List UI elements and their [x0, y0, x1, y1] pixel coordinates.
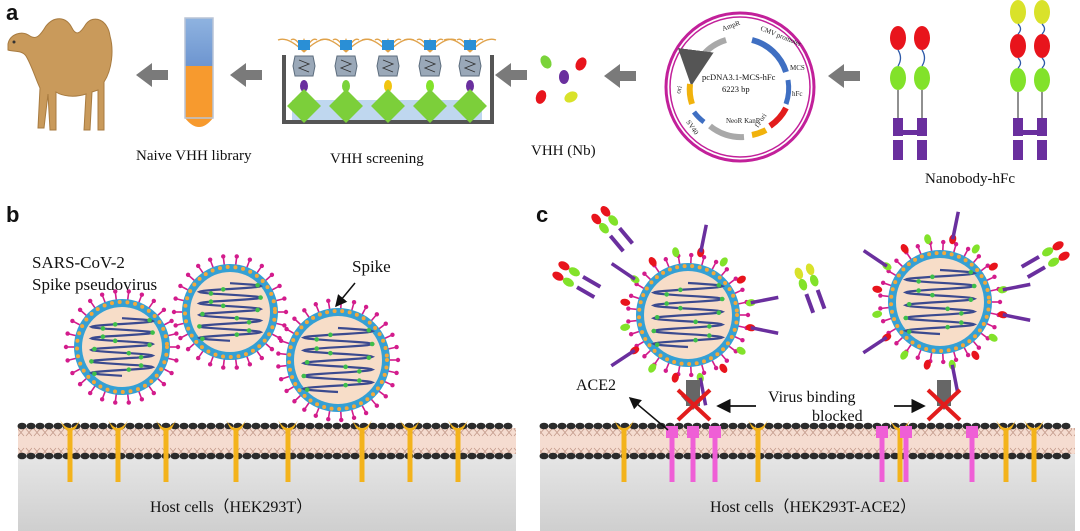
blocked-x-icon: [926, 380, 962, 422]
step-label-screening: VHH screening: [330, 151, 424, 167]
virus-label-line1: SARS-CoV-2: [32, 253, 125, 272]
test-tube-icon: [184, 17, 214, 127]
product-label: Nanobody-hFc: [925, 171, 1015, 187]
arrow-right-icon: [230, 63, 262, 87]
plasmid-feature-neor: NeoR KanR: [726, 117, 761, 125]
pseudovirus-particle: [63, 289, 181, 405]
plasmid-feature-hfc: hFc: [792, 90, 803, 98]
plasmid-feature-mcs: MCS: [790, 64, 805, 72]
nanobody-hfc-icon: [890, 0, 1050, 160]
host-label-c: Host cells（HEK293T-ACE2）: [710, 498, 916, 516]
panel-b: b SARS-CoV-2 Spike pseudovirus Spike Hos…: [6, 202, 516, 531]
plasmid-map: AmpR CMV promoter MCS hFc f1 ori NeoR Ka…: [664, 11, 816, 163]
ace2-label: ACE2: [576, 377, 616, 394]
membrane-lipid-heads: [17, 422, 513, 460]
host-label-b: Host cells（HEK293T）: [150, 498, 312, 516]
plasmid-feature-ori: ori: [674, 85, 684, 95]
pseudovirus-particle: [171, 254, 289, 370]
panel-c-label: c: [536, 202, 548, 227]
panel-b-label: b: [6, 202, 19, 227]
virus-label-line2: Spike pseudovirus: [32, 275, 157, 294]
panel-a-label: a: [6, 0, 19, 25]
ace2-pointer-arrow: [628, 397, 669, 431]
step-label-vhh: VHH (Nb): [531, 143, 596, 159]
pseudovirus-particle: [276, 297, 401, 423]
blocked-x-icon: [676, 380, 712, 422]
screening-plate-icon: [277, 38, 497, 124]
plasmid-name: pcDNA3.1-MCS-hFc: [702, 72, 776, 82]
neutralized-virus-particle: [862, 211, 1031, 393]
plasmid-feature-ampr: AmpR: [721, 19, 742, 33]
membrane-lipid-heads: [539, 422, 1071, 460]
panel-c: c ACE2 Virus binding blocked Host cells（…: [536, 202, 1075, 531]
host-cell-cytoplasm: [18, 454, 516, 531]
ace2-receptors: [666, 426, 978, 482]
step-label-library: Naive VHH library: [136, 148, 252, 164]
arrow-right-icon: [828, 64, 860, 88]
cell-membrane: [18, 428, 516, 454]
neutralized-virus-particle: [610, 224, 779, 406]
spike-pointer-arrow: [335, 282, 356, 308]
spike-label: Spike: [352, 257, 391, 276]
arrow-right-icon: [604, 64, 636, 88]
host-cell-cytoplasm: [540, 454, 1075, 531]
arrow-right-icon: [136, 63, 168, 87]
free-nanobody-hfc: [552, 206, 1070, 314]
arrow-right-icon: [495, 63, 527, 87]
blocked-label-line1: Virus binding: [768, 389, 855, 406]
blocked-label-line2: blocked: [812, 408, 863, 425]
plasmid-feature-sv40: SV40: [684, 119, 700, 137]
vhh-nanobody-fragments-icon: [535, 55, 587, 104]
panel-a: a Naive VHH library VHH screening: [6, 0, 1050, 187]
plasmid-size: 6223 bp: [722, 84, 750, 94]
host-receptors: [60, 420, 468, 482]
cell-membrane: [540, 428, 1075, 454]
camel-icon: [7, 18, 113, 131]
